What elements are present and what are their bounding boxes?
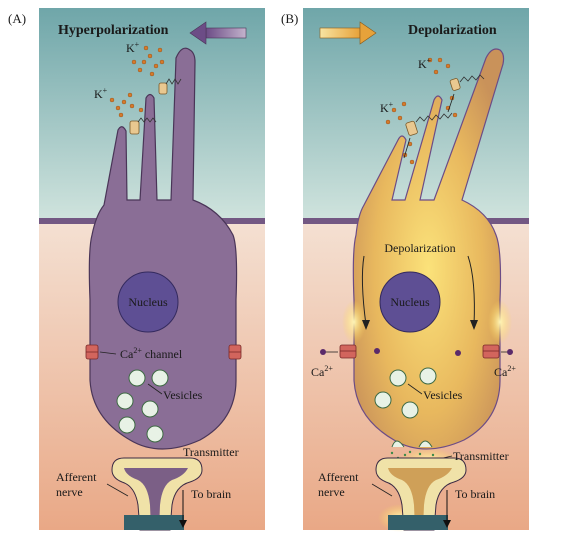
ca-channel-a-right: [228, 344, 242, 360]
tip-link-b-2: [459, 74, 485, 83]
k-channel-b-2: [449, 78, 461, 91]
panel-b-letter: (B): [281, 11, 298, 26]
depolarization-arrow-icon: [319, 21, 377, 45]
afferent-label-b-2: nerve: [318, 485, 345, 499]
to-brain-label-b: To brain: [455, 487, 495, 501]
ca-channel-b-right: [482, 344, 500, 359]
ca-influx-glow-right: [488, 300, 512, 344]
nucleus-b: [379, 271, 441, 333]
afferent-label-b-1: Afferent: [318, 470, 359, 484]
vesicles-label-b: Vesicles: [423, 388, 463, 402]
panel-a-title: Hyperpolarization: [58, 23, 169, 38]
panel-a-letter: (A): [8, 11, 26, 26]
ca-channel-pointer-a: [99, 351, 117, 355]
k-channel-b-1: [405, 120, 418, 136]
to-brain-arrowhead-a: [179, 520, 187, 528]
panel-b-title: Depolarization: [408, 23, 497, 38]
ca-ion-b-4: [507, 349, 513, 355]
k-channel-a-2: [158, 82, 168, 95]
potassium-ions-a: [109, 45, 165, 118]
panel-a: [39, 8, 265, 531]
hair-cell-body-b: [352, 48, 505, 450]
k-label-a-1: K+: [94, 86, 108, 101]
ca-influx-glow-left: [342, 300, 366, 344]
vesicles-a: [116, 369, 169, 443]
nerve-sheath-b: [388, 515, 448, 530]
ca-ion-b-2: [374, 348, 380, 354]
tip-link-a-1: [137, 117, 157, 123]
ca-label-b-right: Ca2+: [494, 364, 516, 379]
afferent-label-a-2: nerve: [56, 485, 83, 499]
nerve-sheath-a: [124, 515, 184, 530]
transmitter-label-b: Transmitter: [453, 449, 509, 463]
hyperpolarization-arrow-icon: [189, 21, 247, 45]
depolarization-arrow-left: [361, 255, 367, 326]
depolarization-arrow-right: [467, 255, 475, 326]
afferent-nerve-inner-b: [388, 468, 452, 530]
depolarization-label-b: Depolarization: [384, 241, 455, 255]
vesicle-pointer-a: [147, 383, 163, 395]
to-brain-label-a: To brain: [191, 487, 231, 501]
depolarization-arrowhead-right: [470, 320, 478, 330]
fusing-vesicle-b-1: [391, 440, 405, 448]
ca-ion-b-1: [320, 349, 326, 355]
tip-link-b-1: [415, 112, 453, 123]
vesicles-b: [374, 367, 437, 419]
panel-b: [303, 8, 529, 532]
afferent-pointer-a: [106, 483, 129, 497]
ca-channel-a-left: [85, 344, 99, 360]
tip-link-a-2: [165, 78, 182, 85]
k-channel-a-1: [129, 120, 140, 135]
to-brain-arrowhead-b: [443, 520, 451, 528]
nucleus-label-b: Nucleus: [390, 295, 430, 309]
nucleus-label-a: Nucleus: [128, 295, 168, 309]
k-label-a-2: K+: [126, 40, 140, 55]
depolarization-arrowhead-left: [362, 320, 370, 330]
afferent-pointer-b: [371, 483, 393, 497]
k-influx-arrow-b-2: [447, 93, 455, 113]
ca-channel-label-a: Ca2+ channel: [120, 346, 183, 361]
k-label-b-1: K+: [380, 100, 394, 115]
ca-ion-b-3: [455, 350, 461, 356]
k-influx-arrow-b-1: [403, 137, 411, 159]
vesicles-label-a: Vesicles: [163, 388, 203, 402]
k-label-b-2: K+: [418, 56, 432, 71]
nucleus-a: [117, 271, 179, 333]
hair-cell-body-a: [88, 47, 238, 450]
ca-label-b-left: Ca2+: [311, 364, 333, 379]
fusing-vesicle-b-2: [418, 440, 433, 448]
afferent-nerve-inner-a: [124, 468, 188, 530]
transmitter-label-a: Transmitter: [183, 445, 239, 459]
afferent-label-a-1: Afferent: [56, 470, 97, 484]
vesicle-pointer-b: [407, 383, 423, 395]
ca-channel-b-left: [339, 344, 357, 359]
